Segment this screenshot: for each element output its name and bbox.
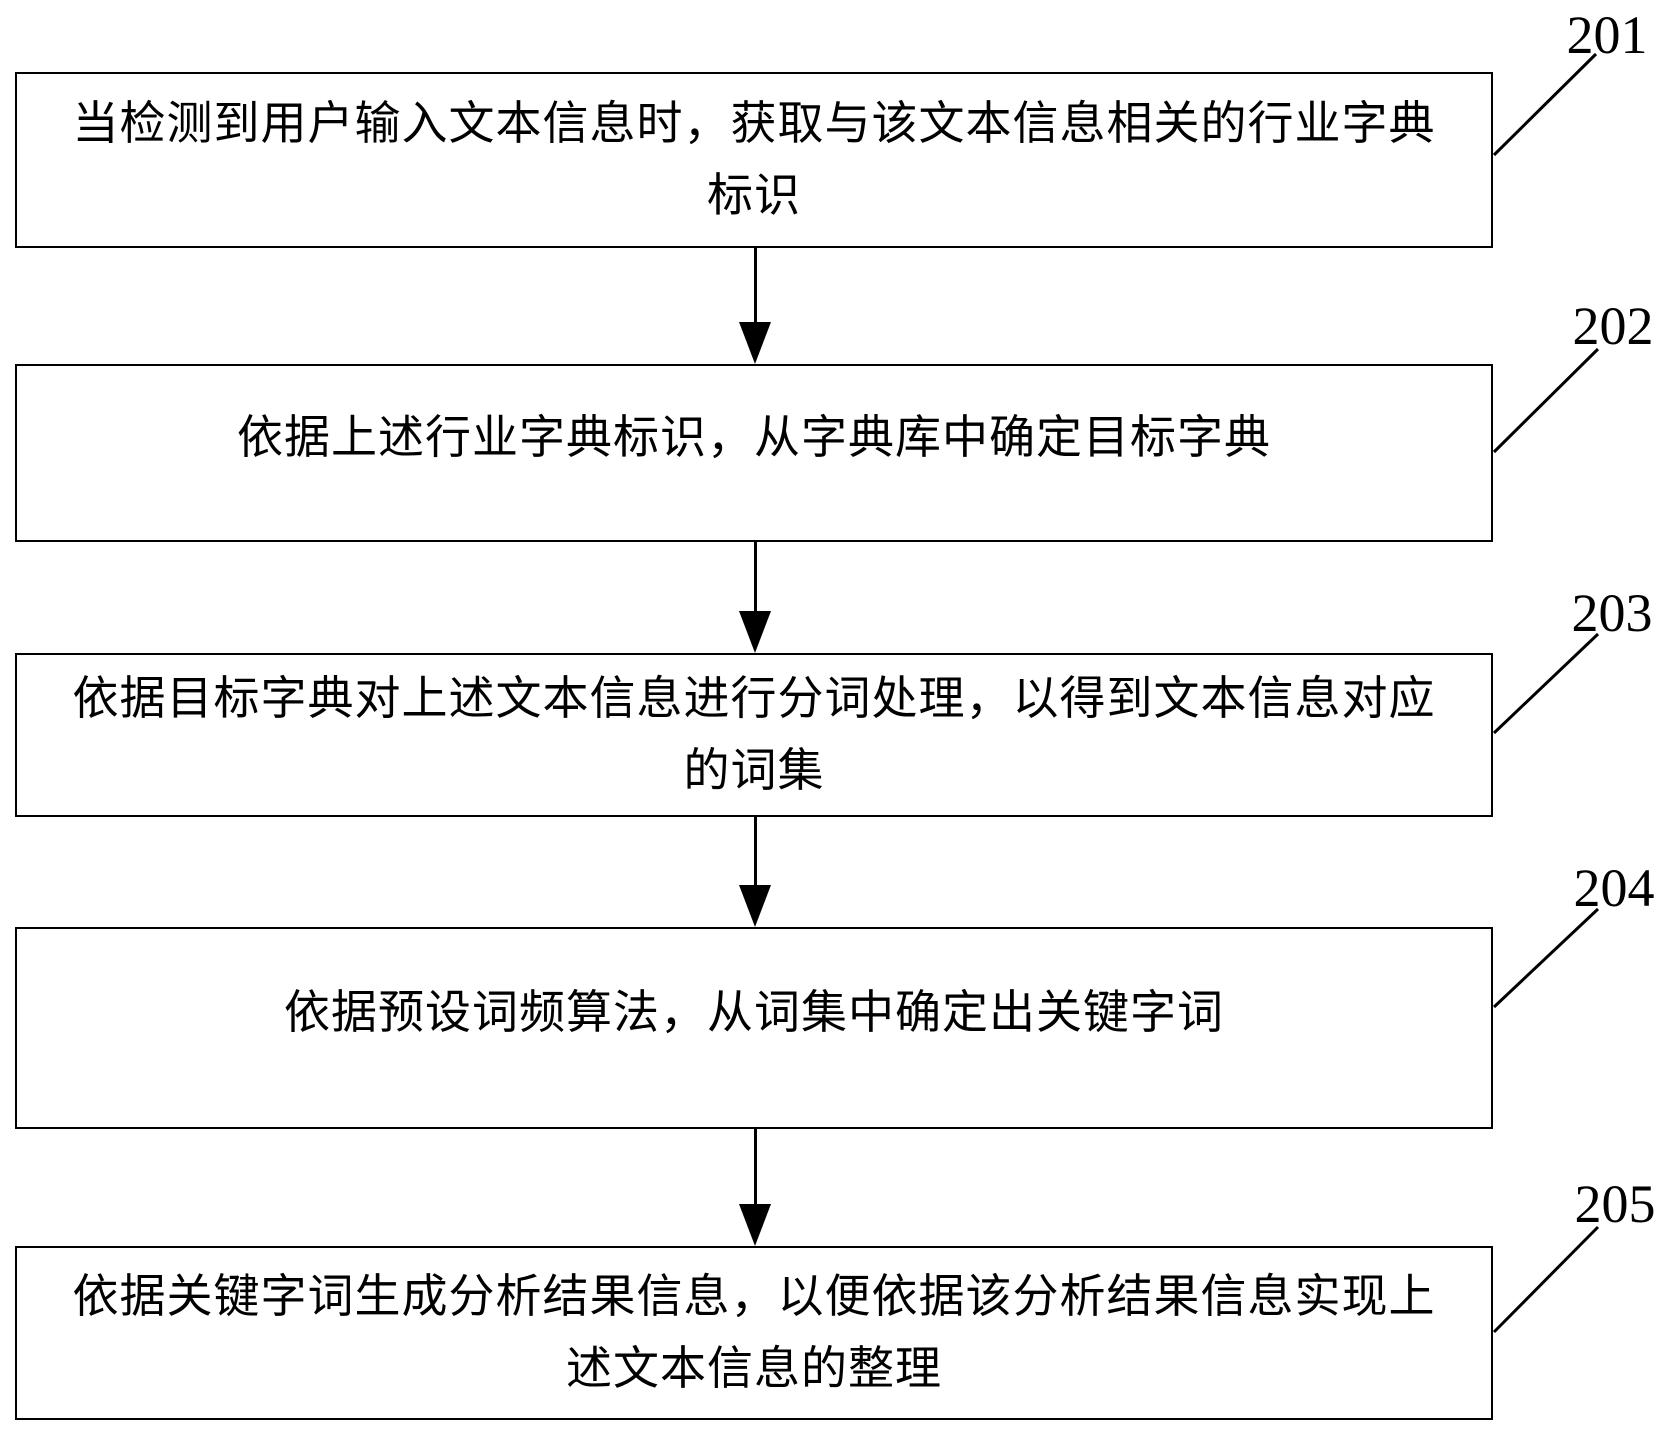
down-arrow-3-head	[739, 885, 771, 927]
leader-line-201	[1492, 52, 1598, 157]
flow-step-text-205: 依据关键字词生成分析结果信息，以便依据该分析结果信息实现上 述文本信息的整理	[72, 1271, 1436, 1394]
flow-step-text-203: 依据目标字典对上述文本信息进行分词处理，以得到文本信息对应 的词集	[72, 673, 1436, 796]
leader-line-202	[1492, 347, 1600, 454]
flow-step-box-203: 依据目标字典对上述文本信息进行分词处理，以得到文本信息对应 的词集	[15, 653, 1493, 817]
down-arrow-1-stem	[754, 248, 757, 324]
down-arrow-2-head	[739, 611, 771, 653]
ref-number-label-201: 201	[1566, 5, 1648, 65]
down-arrow-1-head	[739, 322, 771, 364]
down-arrow-4-stem	[754, 1129, 757, 1206]
flow-step-text-202: 依据上述行业字典标识，从字典库中确定目标字典	[237, 412, 1271, 463]
down-arrow-4-head	[739, 1204, 771, 1246]
leader-line-205	[1492, 1225, 1600, 1334]
flow-step-box-204: 依据预设词频算法，从词集中确定出关键字词	[15, 927, 1493, 1129]
flow-step-text-204: 依据预设词频算法，从词集中确定出关键字词	[284, 987, 1224, 1038]
flow-step-box-201: 当检测到用户输入文本信息时，获取与该文本信息相关的行业字典 标识	[15, 72, 1493, 248]
ref-number-label-202: 202	[1572, 296, 1654, 356]
down-arrow-2-stem	[754, 542, 757, 613]
down-arrow-3-stem	[754, 817, 757, 887]
ref-number-label-204: 204	[1573, 858, 1655, 918]
ref-number-label-203: 203	[1571, 583, 1653, 643]
flow-step-box-205: 依据关键字词生成分析结果信息，以便依据该分析结果信息实现上 述文本信息的整理	[15, 1246, 1493, 1420]
ref-number-label-205: 205	[1574, 1174, 1656, 1234]
leader-line-204	[1492, 907, 1600, 1009]
flow-step-box-202: 依据上述行业字典标识，从字典库中确定目标字典	[15, 364, 1493, 542]
flow-step-text-201: 当检测到用户输入文本信息时，获取与该文本信息相关的行业字典 标识	[72, 98, 1436, 221]
leader-line-203	[1492, 632, 1600, 735]
